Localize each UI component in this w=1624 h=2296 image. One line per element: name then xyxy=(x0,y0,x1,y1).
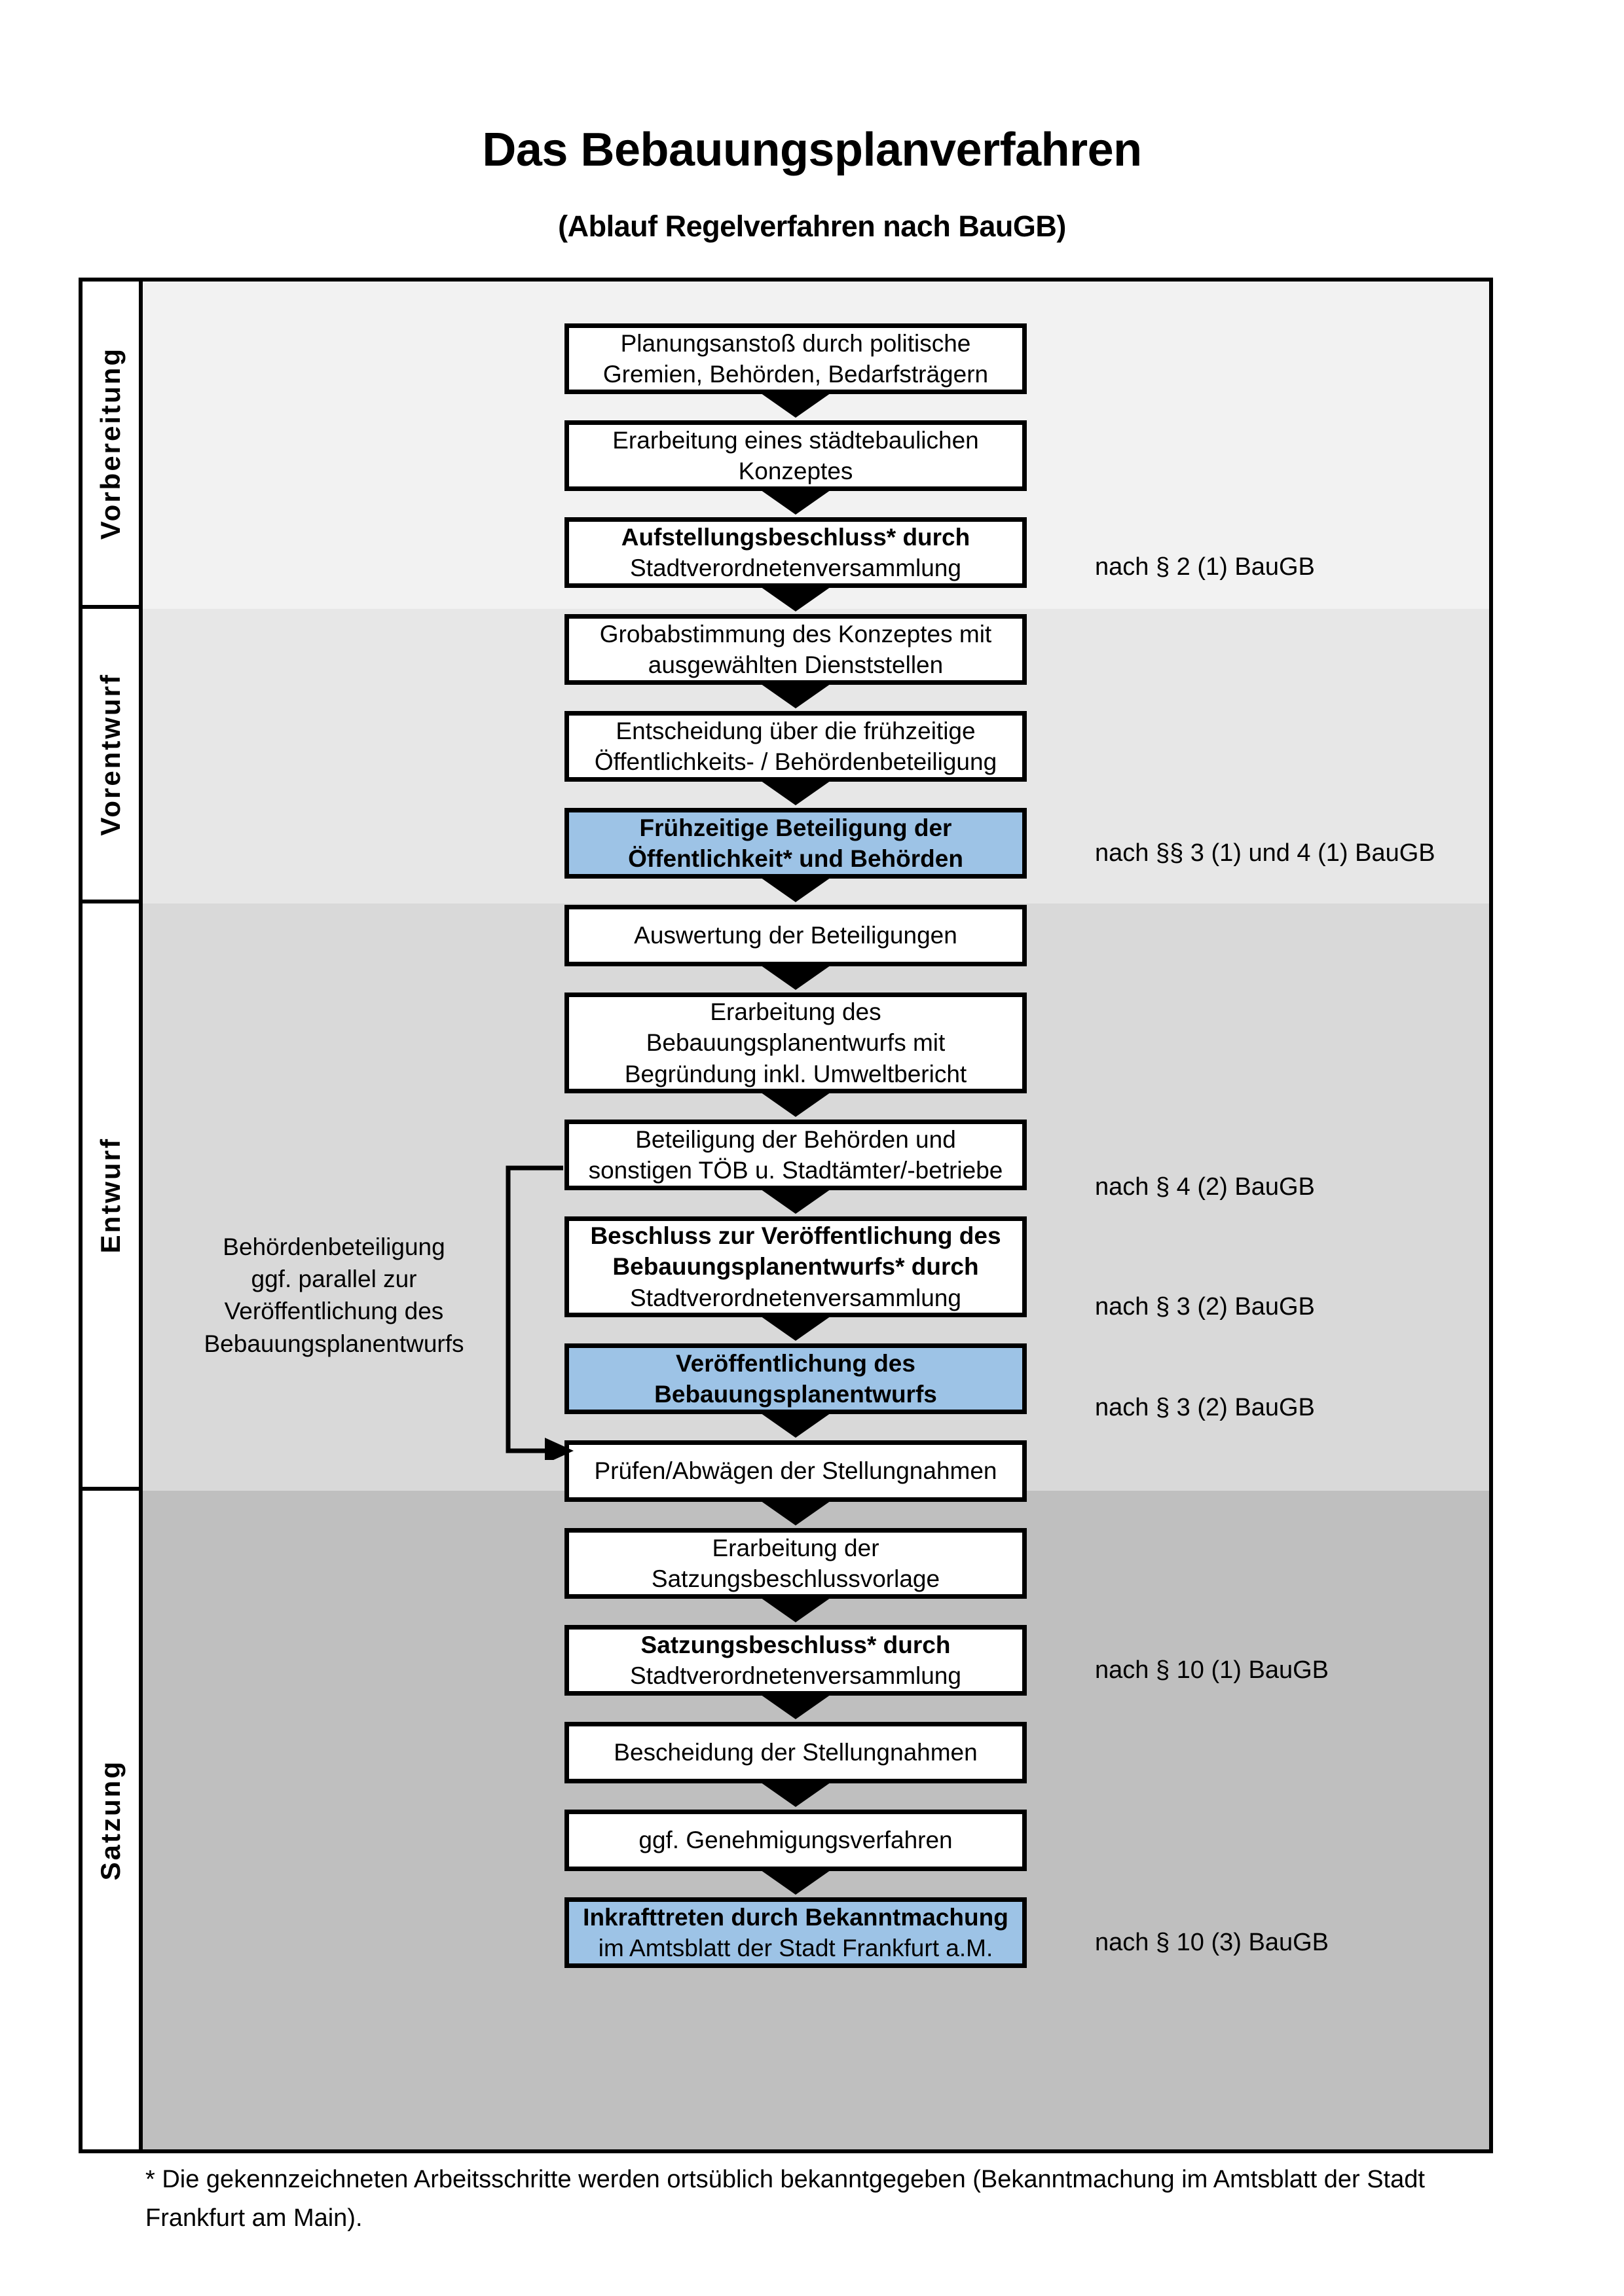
process-box-line: Öffentlichkeits- / Behördenbeteiligung xyxy=(594,748,997,775)
process-box-line: Prüfen/Abwägen der Stellungnahmen xyxy=(594,1457,997,1485)
legal-reference-ref-par4-2: nach § 4 (2) BauGB xyxy=(1095,1173,1315,1201)
process-box-line: Erarbeitung eines städtebaulichen xyxy=(612,426,979,454)
process-box-line: Grobabstimmung des Konzeptes mit xyxy=(599,620,992,647)
legal-reference-ref-par3-2-a: nach § 3 (2) BauGB xyxy=(1095,1293,1315,1321)
process-box-line: Bescheidung der Stellungnahmen xyxy=(614,1739,978,1766)
process-box-line: Aufstellungsbeschluss* durch xyxy=(621,523,970,551)
phase-label-satzung: Satzung xyxy=(83,1491,143,2149)
legal-reference-ref-par2-1: nach § 2 (1) BauGB xyxy=(1095,553,1315,581)
process-box-line: Beteiligung der Behörden und xyxy=(635,1125,956,1153)
process-box-line: Stadtverordnetenversammlung xyxy=(630,1662,961,1689)
process-box-auswertung-beteiligungen: Auswertung der Beteiligungen xyxy=(564,905,1027,966)
flow-arrow-grobabstimmung-to-entscheidung-fruehzeitige-beteiligung xyxy=(758,682,833,708)
process-box-line: Öffentlichkeit* und Behörden xyxy=(628,845,963,872)
process-box-line: Konzeptes xyxy=(738,458,853,484)
page-subtitle: (Ablauf Regelverfahren nach BauGB) xyxy=(558,210,1066,243)
legal-reference-ref-par10-1: nach § 10 (1) BauGB xyxy=(1095,1656,1329,1684)
process-box-bescheidung-stellungnahmen: Bescheidung der Stellungnahmen xyxy=(564,1722,1027,1783)
legal-reference-ref-par10-3: nach § 10 (3) BauGB xyxy=(1095,1929,1329,1956)
phase-label-text: Satzung xyxy=(95,1759,126,1881)
side-note-line: Bebauungsplanentwurfs xyxy=(204,1330,464,1357)
flow-arrow-pruefen-abwaegen-to-erarbeitung-satzungsvorlage xyxy=(758,1499,833,1525)
process-box-line: Satzungsbeschlussvorlage xyxy=(651,1565,940,1592)
flow-arrow-beteiligung-behoerden-to-beschluss-veroeffentlichung xyxy=(758,1188,833,1214)
process-box-line: Erarbeitung des xyxy=(710,998,881,1025)
diagram-frame xyxy=(79,278,1493,2153)
footnote-text: * Die gekennzeichneten Arbeitsschritte w… xyxy=(145,2166,1425,2232)
process-box-line: Bebauungsplanentwurfs mit xyxy=(646,1029,946,1057)
process-box-line: im Amtsblatt der Stadt Frankfurt a.M. xyxy=(598,1935,993,1961)
process-box-line: Inkrafttreten durch Bekanntmachung xyxy=(583,1903,1008,1931)
flow-arrow-planungsanstoss-to-staedtebauliches-konzept xyxy=(758,392,833,418)
side-note-line: Veröffentlichung des xyxy=(224,1298,444,1325)
phase-label-vorentwurf: Vorentwurf xyxy=(83,609,143,903)
process-box-line: Planungsanstoß durch politische xyxy=(620,329,971,357)
phase-label-entwurf: Entwurf xyxy=(83,903,143,1491)
flow-arrow-aufstellungsbeschluss-to-grobabstimmung xyxy=(758,585,833,611)
process-box-line: Veröffentlichung des xyxy=(676,1349,915,1377)
process-box-pruefen-abwaegen: Prüfen/Abwägen der Stellungnahmen xyxy=(564,1440,1027,1502)
flow-arrow-auswertung-beteiligungen-to-erarbeitung-bebauungsplanentwurf xyxy=(758,964,833,990)
flow-arrow-erarbeitung-bebauungsplanentwurf-to-beteiligung-behoerden xyxy=(758,1091,833,1117)
process-box-line: Frühzeitige Beteiligung der xyxy=(639,814,952,841)
process-box-line: Gremien, Behörden, Bedarfsträgern xyxy=(602,361,989,388)
process-box-inkrafttreten: Inkrafttreten durch Bekanntmachung im Amt… xyxy=(564,1897,1027,1968)
process-box-line: Auswertung der Beteiligungen xyxy=(634,922,957,949)
process-box-genehmigungsverfahren: ggf. Genehmigungsverfahren xyxy=(564,1810,1027,1871)
process-box-line: Beschluss zur Veröffentlichung des xyxy=(590,1222,1001,1249)
flow-arrow-genehmigungsverfahren-to-inkrafttreten xyxy=(758,1868,833,1895)
process-box-line: Stadtverordnetenversammlung xyxy=(630,555,961,581)
process-box-line: Entscheidung über die frühzeitige xyxy=(616,717,976,744)
process-box-line: Stadtverordnetenversammlung xyxy=(630,1284,961,1311)
flow-arrow-staedtebauliches-konzept-to-aufstellungsbeschluss xyxy=(758,488,833,515)
flow-arrow-erarbeitung-satzungsvorlage-to-satzungsbeschluss xyxy=(758,1596,833,1622)
process-box-line: ggf. Genehmigungsverfahren xyxy=(638,1827,953,1854)
flow-arrow-bescheidung-stellungnahmen-to-genehmigungsverfahren xyxy=(758,1781,833,1807)
process-box-line: Bebauungsplanentwurfs* durch xyxy=(612,1253,979,1281)
flow-arrow-fruehzeitige-beteiligung-to-auswertung-beteiligungen xyxy=(758,876,833,902)
process-box-grobabstimmung: Grobabstimmung des Konzeptes mit ausgewäh… xyxy=(564,614,1027,685)
phase-label-vorbereitung: Vorbereitung xyxy=(83,282,143,609)
process-box-line: Begründung inkl. Umweltbericht xyxy=(624,1060,967,1087)
side-note-line: ggf. parallel zur xyxy=(251,1266,417,1293)
parallel-process-connector xyxy=(506,1165,574,1460)
process-box-beteiligung-behoerden: Beteiligung der Behörden und sonstigen TÖ… xyxy=(564,1120,1027,1190)
legal-reference-ref-par3-2-b: nach § 3 (2) BauGB xyxy=(1095,1394,1315,1421)
process-box-line: sonstigen TÖB u. Stadtämter/-betriebe xyxy=(588,1157,1003,1184)
process-box-line: Satzungsbeschluss* durch xyxy=(640,1631,951,1658)
flow-arrow-veroeffentlichung-entwurf-to-pruefen-abwaegen xyxy=(758,1412,833,1438)
flow-arrow-beschluss-veroeffentlichung-to-veroeffentlichung-entwurf xyxy=(758,1315,833,1341)
phase-label-text: Vorbereitung xyxy=(95,346,126,540)
flow-arrow-entscheidung-fruehzeitige-beteiligung-to-fruehzeitige-beteiligung xyxy=(758,779,833,805)
process-box-line: ausgewählten Dienststellen xyxy=(648,651,944,678)
legal-reference-ref-par3-1-4-1: nach §§ 3 (1) und 4 (1) BauGB xyxy=(1095,839,1435,867)
phase-label-text: Entwurf xyxy=(95,1137,126,1254)
phase-label-text: Vorentwurf xyxy=(95,672,126,836)
process-box-line: Bebauungsplanentwurfs xyxy=(654,1381,937,1408)
process-box-line: Erarbeitung der xyxy=(712,1534,879,1561)
side-note-line: Behördenbeteiligung xyxy=(223,1233,445,1260)
page-title: Das Bebauungsplanverfahren xyxy=(482,124,1142,176)
flow-arrow-satzungsbeschluss-to-bescheidung-stellungnahmen xyxy=(758,1693,833,1719)
